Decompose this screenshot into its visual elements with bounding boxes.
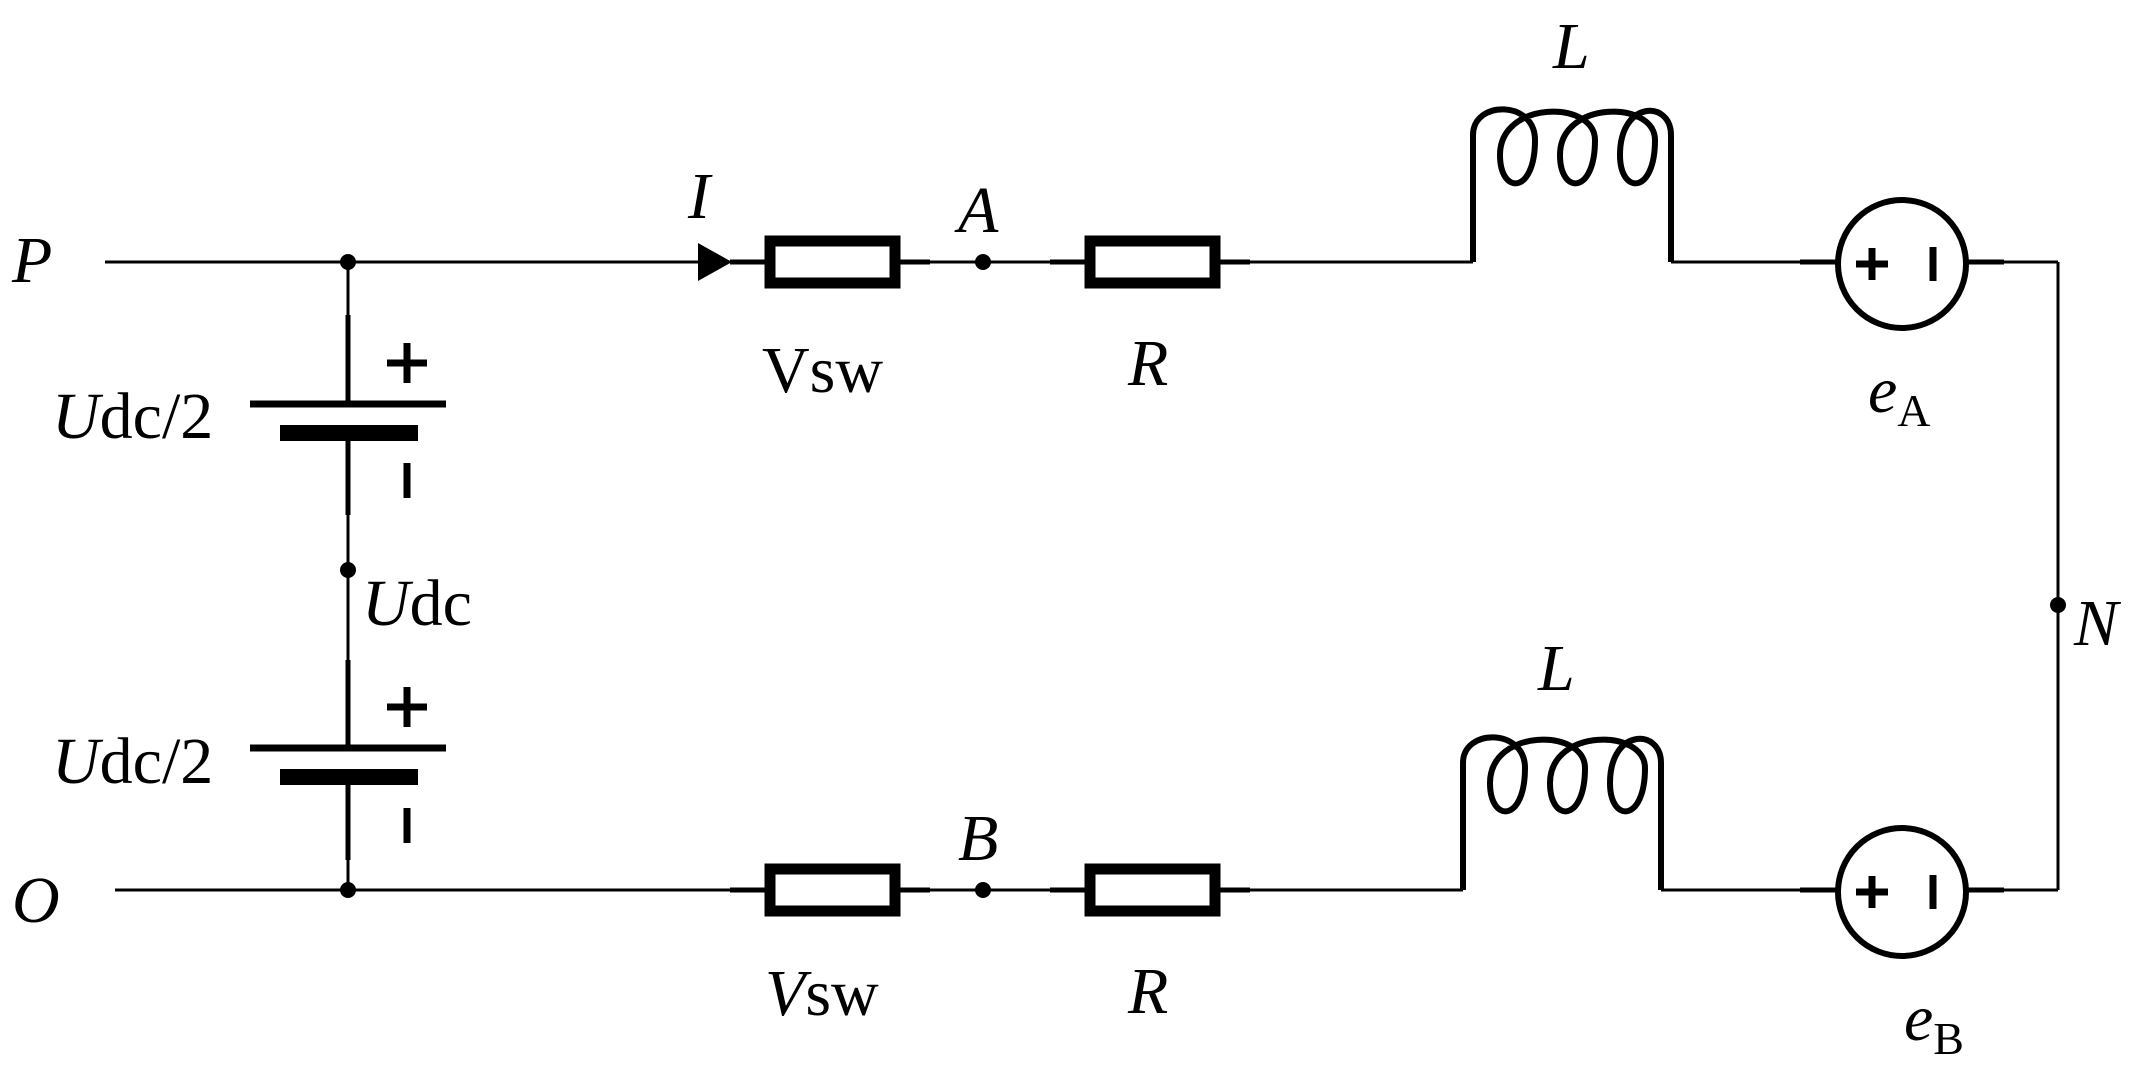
switch-bottom-label: Vsw [765, 957, 879, 1030]
inductor-top-label: L [1552, 10, 1590, 83]
switch-top [764, 235, 901, 289]
node-b-dot [975, 882, 991, 898]
battery-top [250, 262, 446, 660]
resistor-bottom-label: R [1127, 955, 1168, 1028]
battery-bottom [250, 660, 446, 890]
inductor-top [1470, 106, 1674, 262]
node-b-label: B [958, 802, 998, 875]
node-o-label: O [12, 864, 60, 937]
midpoint-label: Udc [362, 567, 472, 640]
current-label: I [687, 160, 713, 233]
node-n-dot [2050, 597, 2066, 613]
battery-bottom-label: Udc/2 [52, 725, 213, 798]
resistor-top-label: R [1127, 327, 1168, 400]
source-bottom-label: eB [1904, 982, 1964, 1064]
node-n-label: N [2073, 587, 2122, 660]
inductor-bottom-label: L [1537, 632, 1575, 705]
battery-top-label: Udc/2 [52, 380, 213, 453]
switch-top-label: Vsw [762, 334, 883, 407]
resistor-bottom [1084, 863, 1221, 917]
source-bottom [1835, 825, 1969, 959]
source-top [1835, 197, 1969, 331]
switch-bottom [764, 863, 901, 917]
resistor-top [1084, 235, 1221, 289]
current-arrow [698, 243, 732, 281]
node-a-dot [975, 254, 991, 270]
inductor-bottom [1460, 734, 1664, 890]
node-p-label: P [11, 224, 52, 297]
source-top-label: eA [1868, 354, 1931, 436]
node-a-label: A [954, 174, 999, 247]
